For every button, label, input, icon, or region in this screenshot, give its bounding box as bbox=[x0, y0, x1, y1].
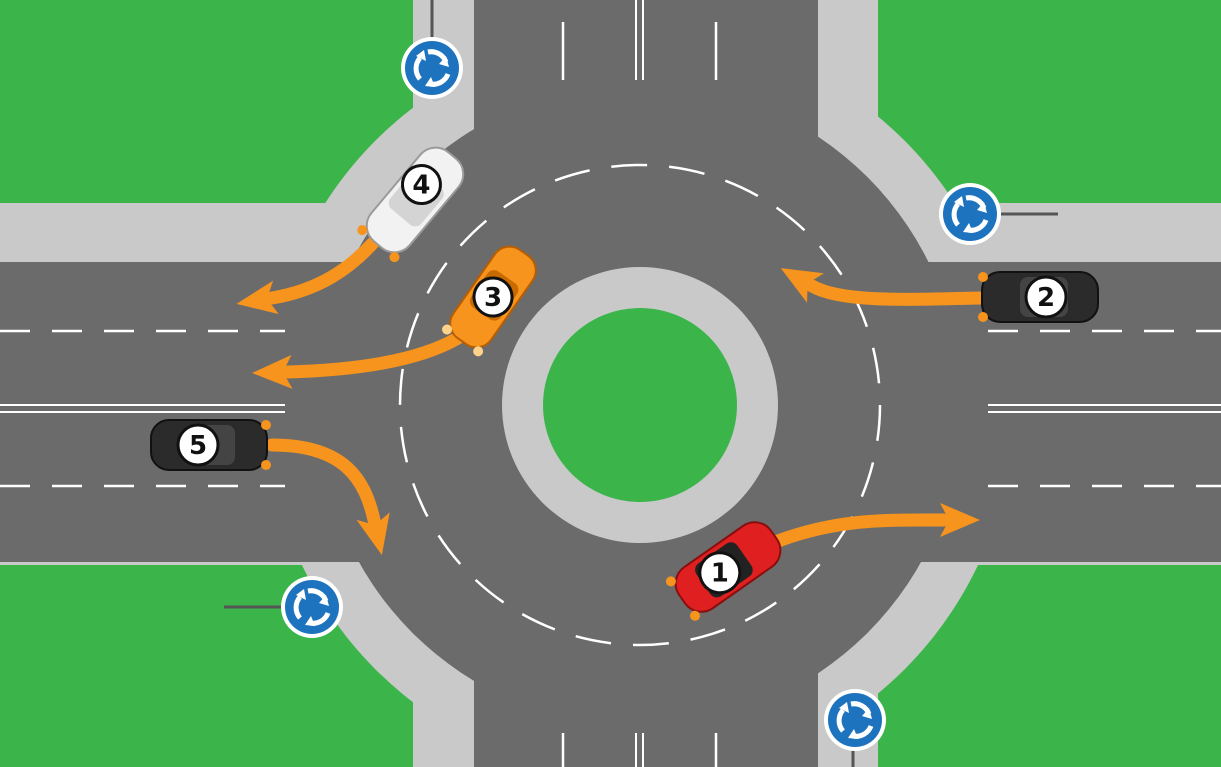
vehicle-5-black-car: 5 bbox=[150, 419, 271, 471]
vehicle-1-label: 1 bbox=[711, 559, 729, 589]
roundabout-sign-top-left bbox=[401, 37, 463, 99]
central-island-grass bbox=[543, 308, 737, 502]
vehicle-5-label: 5 bbox=[189, 431, 207, 461]
roundabout-sign-bottom-left bbox=[281, 576, 343, 638]
arrow-vehicle-4 bbox=[236, 236, 380, 315]
arrow-vehicle-1 bbox=[771, 502, 980, 548]
vehicle-1-red-car: 1 bbox=[665, 521, 782, 621]
arrow-vehicle-2 bbox=[780, 268, 987, 306]
vehicle-3-label: 3 bbox=[484, 283, 502, 313]
roundabout-arrows-icon bbox=[401, 37, 463, 99]
arrow-vehicle-3 bbox=[252, 331, 465, 389]
vehicle-4-white-car: 4 bbox=[357, 146, 465, 263]
vehicle-2-label: 2 bbox=[1037, 283, 1055, 313]
arrow-vehicle-5 bbox=[265, 438, 390, 556]
roundabout-arrows-icon bbox=[939, 183, 1001, 245]
sign-posts bbox=[224, 0, 1058, 767]
roundabout-arrows-icon bbox=[824, 689, 886, 751]
roundabout-arrows-icon bbox=[281, 576, 343, 638]
roundabout-sign-bottom-right bbox=[824, 689, 886, 751]
roundabout-sign-right bbox=[939, 183, 1001, 245]
direction-arrows bbox=[236, 236, 987, 556]
vehicle-2-black-car: 2 bbox=[978, 271, 1099, 323]
roundabout-dashed-lane bbox=[398, 163, 882, 647]
vehicle-4-label: 4 bbox=[412, 171, 430, 201]
vehicle-3-orange-car: 3 bbox=[442, 245, 537, 357]
